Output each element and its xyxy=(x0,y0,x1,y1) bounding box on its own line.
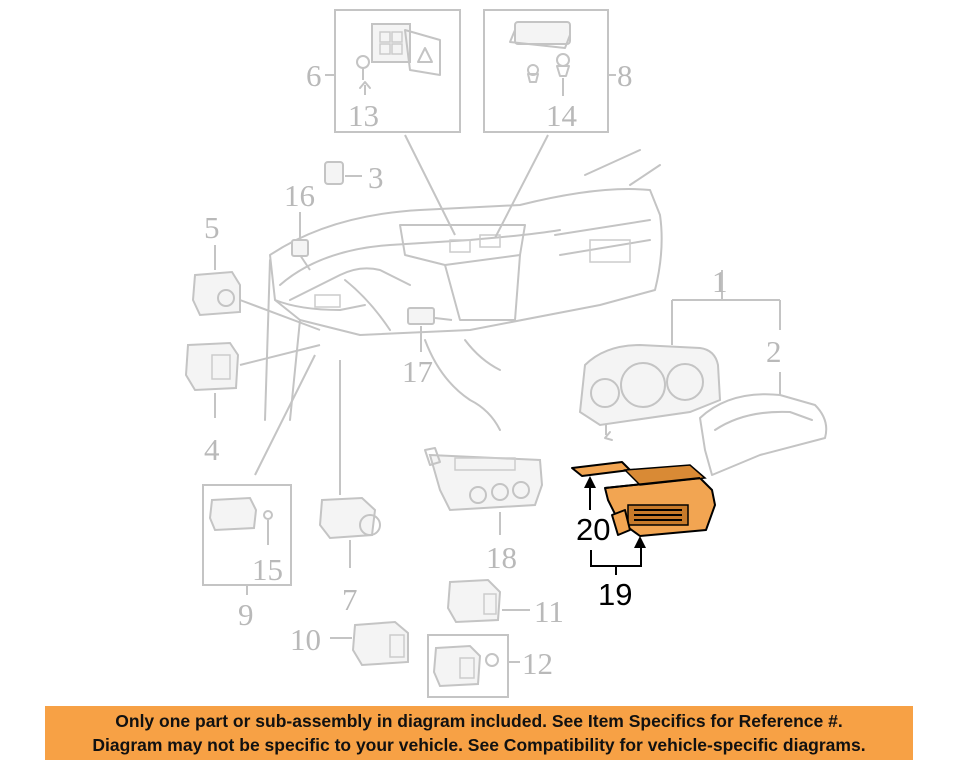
callout-19: 19 xyxy=(598,577,632,612)
callout-13: 13 xyxy=(348,98,379,133)
part-11 xyxy=(446,578,530,624)
part-2-cluster-lens xyxy=(699,372,828,476)
part-box-8-14 xyxy=(483,9,616,133)
part-10 xyxy=(330,620,409,667)
disclaimer-line-1: Only one part or sub-assembly in diagram… xyxy=(115,711,843,731)
part-1-instrument-cluster xyxy=(578,270,781,441)
part-20-highlighted xyxy=(571,461,631,510)
callout-6: 6 xyxy=(306,58,322,93)
callout-20: 20 xyxy=(576,512,610,547)
callout-17: 17 xyxy=(402,354,433,389)
part-7 xyxy=(318,496,381,568)
part-18 xyxy=(424,447,544,535)
callout-3: 3 xyxy=(368,160,384,195)
callout-10: 10 xyxy=(290,622,321,657)
part-box-6-13 xyxy=(325,9,461,133)
part-4 xyxy=(184,341,240,418)
callout-18: 18 xyxy=(486,540,517,575)
callout-4: 4 xyxy=(204,432,220,467)
callout-15: 15 xyxy=(252,552,283,587)
part-16 xyxy=(291,212,309,257)
callout-2: 2 xyxy=(766,334,782,369)
leader-lines xyxy=(239,134,549,495)
dashboard-outline xyxy=(264,149,663,431)
part-17 xyxy=(407,307,435,352)
callout-5: 5 xyxy=(204,210,220,245)
part-5 xyxy=(191,245,241,317)
callout-14: 14 xyxy=(546,98,578,133)
callout-11: 11 xyxy=(534,594,564,629)
callout-1: 1 xyxy=(712,264,728,299)
disclaimer-line-2: Diagram may not be specific to your vehi… xyxy=(92,735,866,755)
part-box-12 xyxy=(427,634,520,698)
callout-7: 7 xyxy=(342,582,358,617)
callout-12: 12 xyxy=(522,646,553,681)
part-19-highlighted xyxy=(590,464,716,575)
callout-16: 16 xyxy=(284,178,315,213)
part-box-9-15 xyxy=(202,484,292,595)
callout-8: 8 xyxy=(617,58,633,93)
disclaimer-banner: Only one part or sub-assembly in diagram… xyxy=(45,706,913,760)
callout-9: 9 xyxy=(238,597,254,632)
parts-diagram: 6 13 8 14 3 16 5 4 xyxy=(184,9,828,698)
part-3 xyxy=(324,161,362,185)
